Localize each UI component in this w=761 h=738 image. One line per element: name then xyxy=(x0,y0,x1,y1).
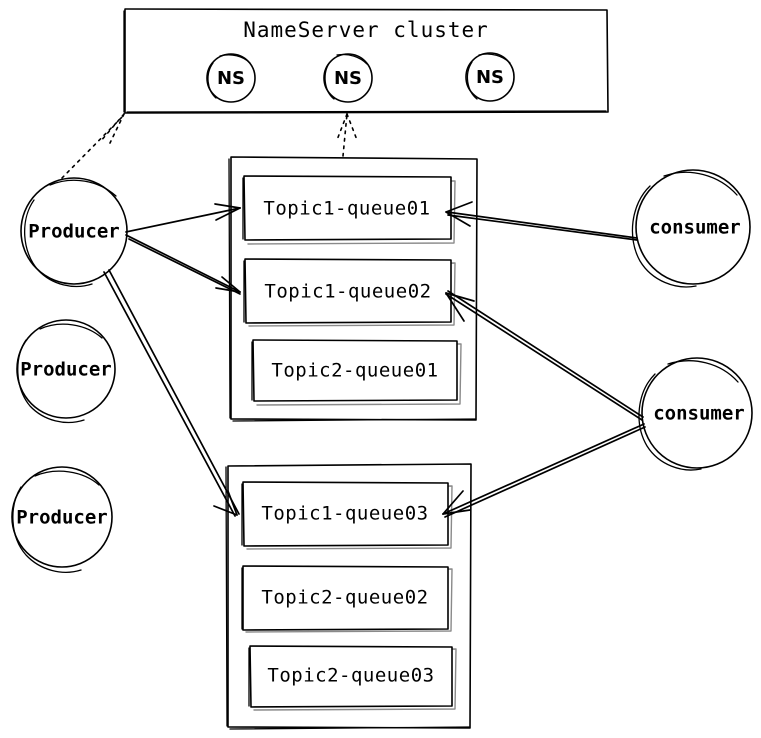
link-producer1-to-topic1-queue02 xyxy=(125,234,241,295)
link-producer1-to-nameserver xyxy=(61,113,126,179)
consumer-node-1-label: consumer xyxy=(649,217,741,239)
producer-node-1[interactable]: Producer xyxy=(20,177,128,288)
queue-topic2-queue01[interactable]: Topic2-queue01 xyxy=(251,339,462,406)
producer-node-3[interactable]: Producer xyxy=(11,466,113,573)
queue-topic2-queue02-label: Topic2-queue02 xyxy=(261,587,428,609)
consumer-node-2-label: consumer xyxy=(653,403,745,425)
consumer-node-2[interactable]: consumer xyxy=(638,357,753,471)
producer-node-2-label: Producer xyxy=(20,359,112,381)
queue-topic1-queue02-label: Topic1-queue02 xyxy=(264,281,431,303)
queue-topic2-queue01-label: Topic2-queue01 xyxy=(271,360,438,382)
queue-topic1-queue02[interactable]: Topic1-queue02 xyxy=(243,258,456,327)
nameserver-node-1[interactable]: NS xyxy=(206,53,256,103)
nameserver-node-3-label: NS xyxy=(476,67,504,88)
queue-topic1-queue03[interactable]: Topic1-queue03 xyxy=(241,481,453,550)
queue-topic1-queue03-label: Topic1-queue03 xyxy=(261,503,428,525)
link-consumer2-to-topic1-queue02 xyxy=(445,290,644,421)
link-producer1-to-topic1-queue03 xyxy=(103,269,240,517)
queue-topic2-queue02[interactable]: Topic2-queue02 xyxy=(241,565,453,633)
nameserver-node-2[interactable]: NS xyxy=(323,53,373,103)
consumer-node-1[interactable]: consumer xyxy=(631,169,751,288)
nameserver-node-3[interactable]: NS xyxy=(465,52,515,102)
link-broker1-to-nameserver xyxy=(336,113,358,157)
queue-topic2-queue03[interactable]: Topic2-queue03 xyxy=(248,645,457,711)
nameserver-cluster-title: NameServer cluster xyxy=(243,18,489,42)
queue-topic1-queue01-label: Topic1-queue01 xyxy=(263,198,430,220)
queue-topic1-queue01[interactable]: Topic1-queue01 xyxy=(242,175,456,245)
link-consumer1-to-topic1-queue01 xyxy=(445,201,638,241)
nameserver-node-1-label: NS xyxy=(217,68,245,89)
producer-node-2[interactable]: Producer xyxy=(16,319,116,424)
producer-node-3-label: Producer xyxy=(16,507,108,529)
producer-node-1-label: Producer xyxy=(28,221,120,243)
link-producer1-to-topic1-queue01 xyxy=(125,203,241,233)
queue-topic2-queue03-label: Topic2-queue03 xyxy=(267,665,434,687)
link-consumer2-to-topic1-queue03 xyxy=(442,423,646,518)
nameserver-node-2-label: NS xyxy=(334,68,362,89)
